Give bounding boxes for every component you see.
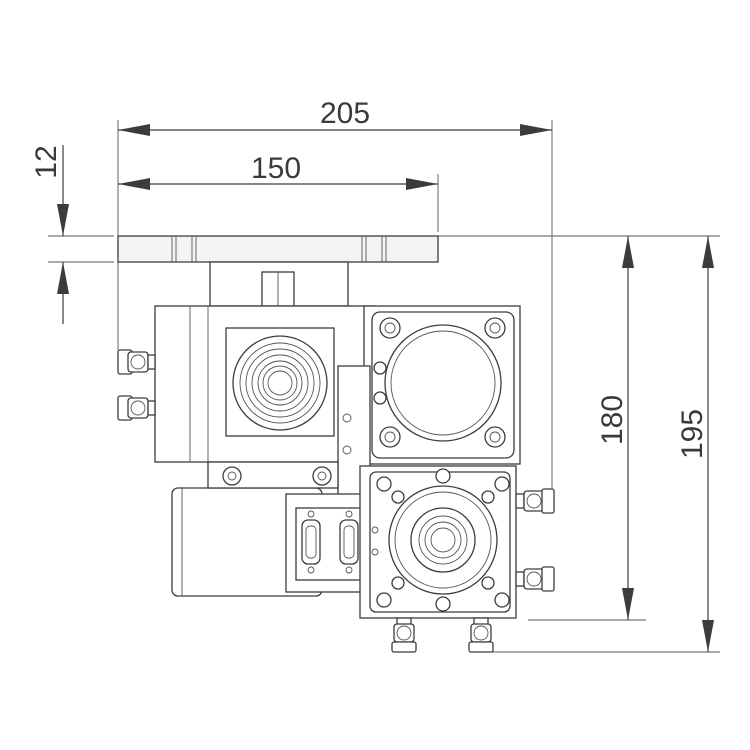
dimension-label-195: 195: [676, 409, 709, 459]
dimension-label-205: 205: [320, 97, 370, 130]
right-fitting-lower: [515, 566, 555, 592]
lower-motor: [171, 461, 339, 597]
right-fitting-upper: [515, 488, 555, 514]
dimension-195: 195: [490, 236, 720, 653]
bottom-fitting-left: [391, 617, 417, 653]
upper-right-block: [363, 305, 521, 465]
lower-right-block: [359, 465, 517, 619]
dimension-180: 180: [438, 235, 720, 621]
mounting-column: [209, 261, 349, 307]
dimension-label-12: 12: [30, 145, 63, 178]
center-strip: [337, 365, 371, 507]
mounting-plate: [117, 235, 439, 263]
dimension-150: 150: [118, 152, 439, 232]
dimension-label-150: 150: [251, 152, 301, 185]
bottom-fitting-right: [468, 617, 494, 653]
dimension-label-180: 180: [596, 395, 629, 445]
dimension-205: 205: [117, 97, 553, 492]
dimension-12: 12: [30, 145, 114, 324]
left-fitting-lower: [117, 395, 156, 421]
left-fitting-upper: [117, 349, 156, 375]
